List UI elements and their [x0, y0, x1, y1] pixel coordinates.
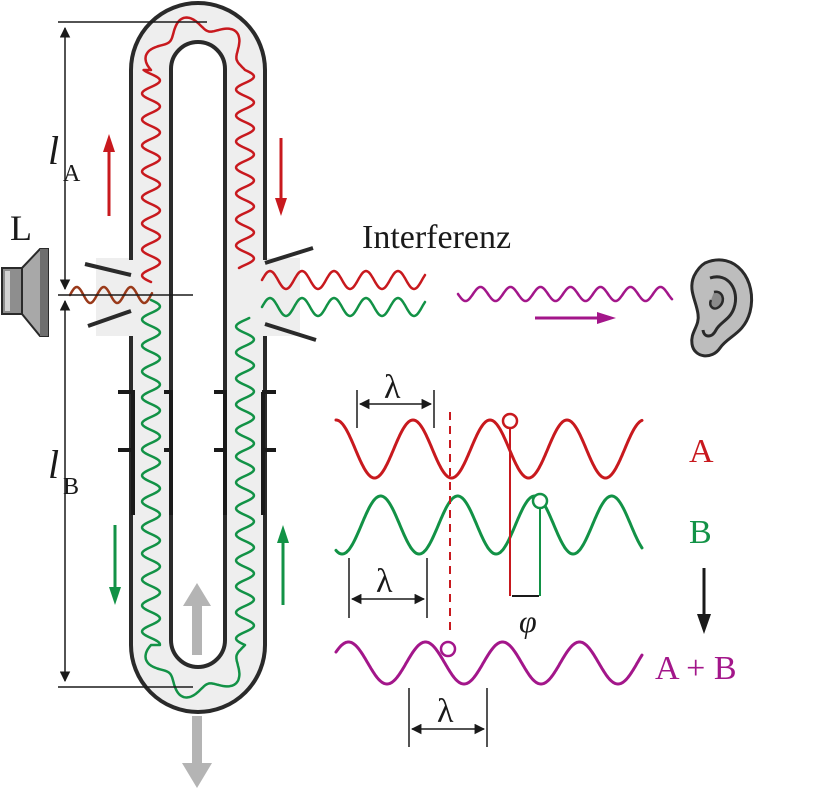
length-a-subscript: A [63, 161, 81, 187]
wave-a-label: A [689, 433, 714, 470]
graph-wave-sum [334, 640, 644, 686]
graph-wave-a [334, 418, 644, 480]
tube-inner-core [169, 40, 227, 669]
tube [84, 1, 317, 714]
slide-collars [118, 390, 276, 515]
output-wave-a-path [260, 269, 427, 291]
phase-graphs [334, 412, 644, 686]
peak-marker-sum [439, 640, 457, 658]
outlet-funnel-top [264, 246, 314, 265]
length-dimensions [58, 21, 207, 688]
output-waves [260, 269, 674, 318]
inlet-funnel-bottom [87, 309, 132, 328]
lambda-a-label: λ [384, 369, 401, 406]
arrow-down-icon [182, 716, 212, 788]
lambda-b-label: λ [376, 563, 393, 600]
ear-icon [690, 258, 753, 358]
peak-marker-b [531, 492, 549, 510]
inlet-funnel-top [84, 262, 132, 277]
interference-label: Interferenz [362, 219, 511, 256]
outlet-funnel-bottom [264, 322, 317, 342]
arrow-up-icon [183, 583, 211, 655]
speaker-label: L [10, 208, 32, 248]
tube-outer-outline [129, 1, 267, 714]
wave-b-label: B [689, 514, 712, 551]
wave-sum-label: A + B [655, 650, 737, 687]
length-b-subscript: B [63, 474, 79, 500]
graph-wave-b [334, 494, 644, 556]
length-a-label: l [48, 128, 59, 173]
direction-arrows [103, 134, 289, 605]
phase-label: φ [519, 603, 537, 639]
wavelength-markers [348, 390, 488, 747]
speaker-icon [1, 248, 49, 337]
output-wave-sum-path [456, 285, 674, 303]
output-wave-b-path [260, 296, 427, 318]
peak-marker-a [501, 412, 519, 430]
lambda-sum-label: λ [437, 693, 454, 730]
length-b-label: l [48, 442, 59, 487]
wave-b-tube-path [140, 298, 256, 699]
wave-a-tube-path [140, 16, 256, 284]
